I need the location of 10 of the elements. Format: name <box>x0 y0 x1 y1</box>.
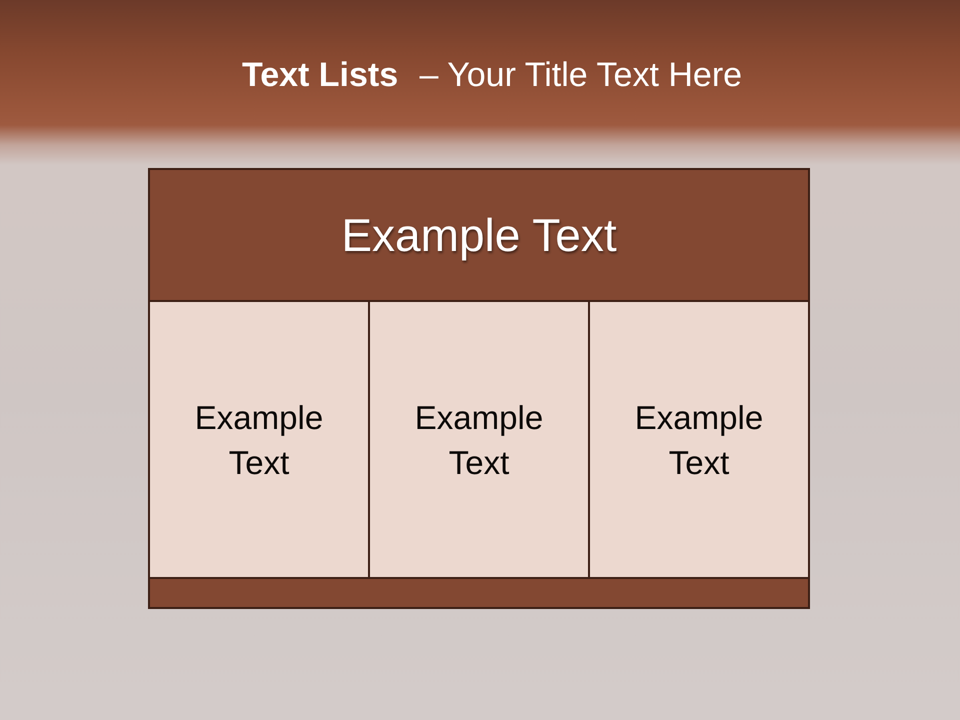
item-text: Example Text <box>414 398 544 482</box>
footer-bar <box>148 577 810 609</box>
header-panel <box>148 168 810 302</box>
text-panel <box>588 300 810 579</box>
slide-title: Text Lists – Your Title Text Here <box>242 56 742 94</box>
item-text: Example Text <box>194 398 324 482</box>
text-panel <box>368 300 590 579</box>
text-panel <box>148 300 370 579</box>
heading-text: Example Text <box>341 208 617 263</box>
item-text: Example Text <box>634 398 764 482</box>
